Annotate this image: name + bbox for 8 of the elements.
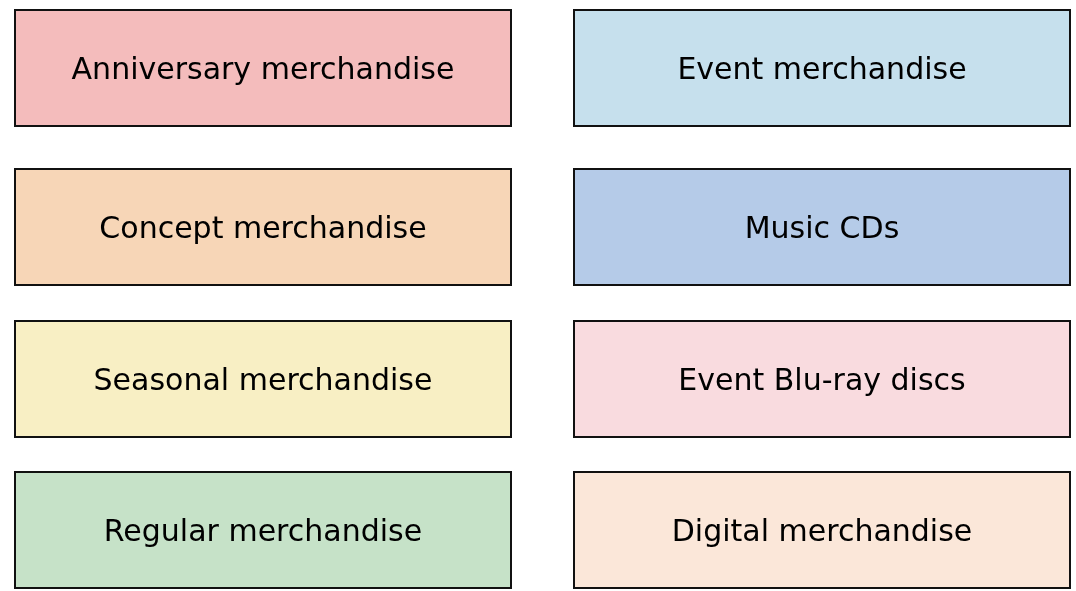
category-box: Event Blu-ray discs — [573, 320, 1071, 438]
category-box: Music CDs — [573, 168, 1071, 286]
category-box: Digital merchandise — [573, 471, 1071, 589]
category-box: Seasonal merchandise — [14, 320, 512, 438]
category-box: Concept merchandise — [14, 168, 512, 286]
category-box: Regular merchandise — [14, 471, 512, 589]
category-box: Anniversary merchandise — [14, 9, 512, 127]
category-box: Event merchandise — [573, 9, 1071, 127]
